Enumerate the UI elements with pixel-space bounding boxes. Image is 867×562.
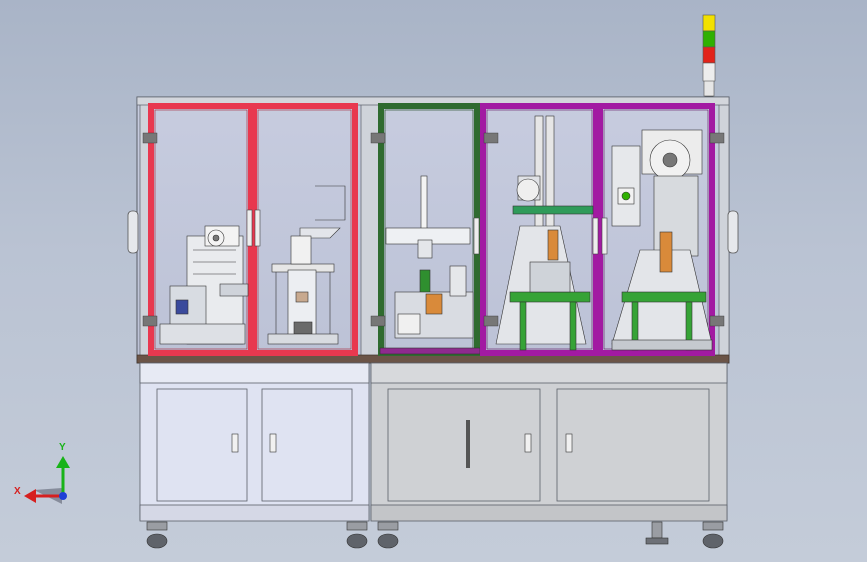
lower-cabinet-left xyxy=(139,362,370,522)
press-station xyxy=(267,185,346,345)
door-handle xyxy=(246,209,253,247)
tower-light-yellow xyxy=(702,14,716,32)
middle-station-mechanism xyxy=(379,175,481,355)
door-handle xyxy=(601,217,608,255)
right-side-handle xyxy=(727,210,739,254)
tower-light-green xyxy=(702,30,716,48)
x-axis-arrow xyxy=(24,489,36,503)
caster-wheels xyxy=(146,521,724,549)
cable-slot xyxy=(466,420,470,468)
door-handle xyxy=(254,209,261,247)
frame-brackets xyxy=(142,132,725,327)
door-handle xyxy=(592,217,599,255)
cabinet-handle xyxy=(565,433,573,453)
axis-triad xyxy=(24,456,70,504)
lower-cabinet-right xyxy=(370,362,728,522)
left-station-mechanism xyxy=(159,225,249,345)
door-handle xyxy=(473,217,480,255)
y-axis-label: Y xyxy=(59,442,66,453)
right-station-mechanism-b xyxy=(611,129,713,351)
left-side-handle xyxy=(127,210,139,254)
signal-tower xyxy=(702,14,716,101)
cabinet-handle xyxy=(524,433,532,453)
cabinet-handle xyxy=(231,433,239,453)
cabinet-handle xyxy=(269,433,277,453)
x-axis-label: X xyxy=(14,486,21,497)
z-axis-dot xyxy=(59,492,67,500)
tower-light-red xyxy=(702,46,716,64)
y-axis-arrow xyxy=(56,456,70,468)
right-station-mechanism-a xyxy=(495,115,594,351)
